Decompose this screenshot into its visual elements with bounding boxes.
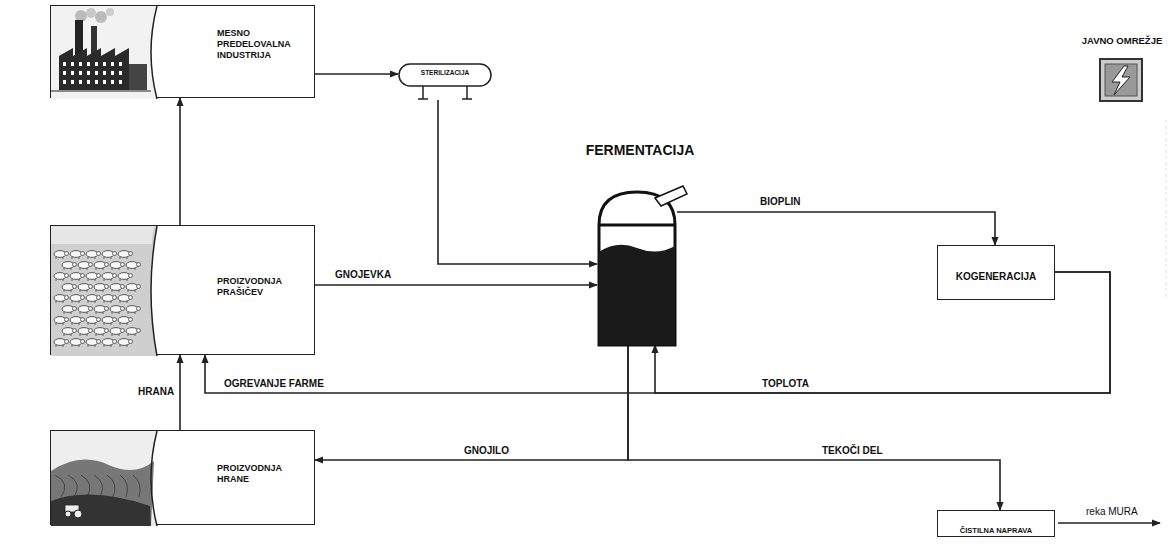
text-holder: KOGENERACIJA [938, 266, 1054, 284]
outflow-arrow [1058, 522, 1160, 524]
flow-arrow [315, 345, 628, 460]
process-box: KOGENERACIJA [937, 245, 1055, 300]
label-holder: HRANA [136, 386, 176, 398]
node-label: ČISTILNA NAPRAVA [960, 526, 1032, 535]
capsule-illustration [398, 63, 492, 100]
flow-arrow [677, 212, 995, 245]
flow-arrow [628, 345, 1000, 510]
node-label: JAVNO OMREŽJE [1078, 35, 1166, 46]
pigs-illustration [51, 226, 316, 356]
factory-illustration [51, 6, 316, 99]
text-holder: MESNO PREDELOVALNA INDUSTRIJA [217, 28, 311, 60]
tank-illustration [597, 190, 677, 345]
text-holder: JAVNO OMREŽJE [1078, 35, 1166, 46]
grid-icon: JAVNO OMREŽJE [1078, 33, 1166, 105]
node-label: STERILIZACIJA [398, 69, 492, 77]
label-holder: TEKOČI DEL [820, 445, 885, 457]
river-label: reka MURA [1084, 506, 1140, 518]
farm-box: PROIZVODNJA PRAŠIČEV [50, 225, 315, 355]
text-holder: STERILIZACIJA [398, 69, 492, 77]
node-label: KOGENERACIJA [956, 271, 1037, 283]
process-box: ČISTILNA NAPRAVA [937, 510, 1055, 537]
label-holder: GNOJILO [462, 445, 511, 457]
flow-label: OGREVANJE FARME [222, 378, 326, 390]
flow-arrow [315, 73, 398, 75]
flow-label: GNOJEVKA [333, 269, 393, 281]
text-holder: PROIZVODNJA PRAŠIČEV [217, 276, 311, 298]
scan-mark [1166, 120, 1167, 300]
flow-arrow [179, 98, 181, 225]
label-holder: TOPLOTA [760, 378, 811, 390]
node-label: PROIZVODNJA HRANE [217, 463, 311, 485]
label-holder: reka MURA [1084, 506, 1140, 518]
land-illustration [51, 431, 316, 526]
flow-label: HRANA [136, 386, 176, 398]
node-label: FERMENTACIJA [575, 142, 705, 159]
text-holder: FERMENTACIJA [575, 142, 705, 159]
flow-arrow [438, 100, 597, 264]
tank-outline [597, 190, 677, 345]
label-holder: OGREVANJE FARME [222, 378, 326, 390]
label-holder: GNOJEVKA [333, 269, 393, 281]
flow-label: GNOJILO [462, 445, 511, 457]
node-label: PROIZVODNJA PRAŠIČEV [217, 276, 311, 298]
flow-label: TEKOČI DEL [820, 445, 885, 457]
text-holder: ČISTILNA NAPRAVA [938, 519, 1054, 537]
sterilization-tank: STERILIZACIJA [398, 63, 492, 100]
node-label: MESNO PREDELOVALNA INDUSTRIJA [217, 28, 311, 60]
flow-arrow [179, 355, 181, 430]
field-box: PROIZVODNJA HRANE [50, 430, 315, 525]
flow-label: TOPLOTA [760, 378, 811, 390]
text-holder: PROIZVODNJA HRANE [217, 463, 311, 485]
flow-arrow [315, 284, 597, 286]
flow-label: BIOPLIN [758, 196, 803, 208]
fermentation-tank: FERMENTACIJA [575, 140, 705, 345]
label-holder: BIOPLIN [758, 196, 803, 208]
industry-box: MESNO PREDELOVALNA INDUSTRIJA [50, 5, 315, 98]
